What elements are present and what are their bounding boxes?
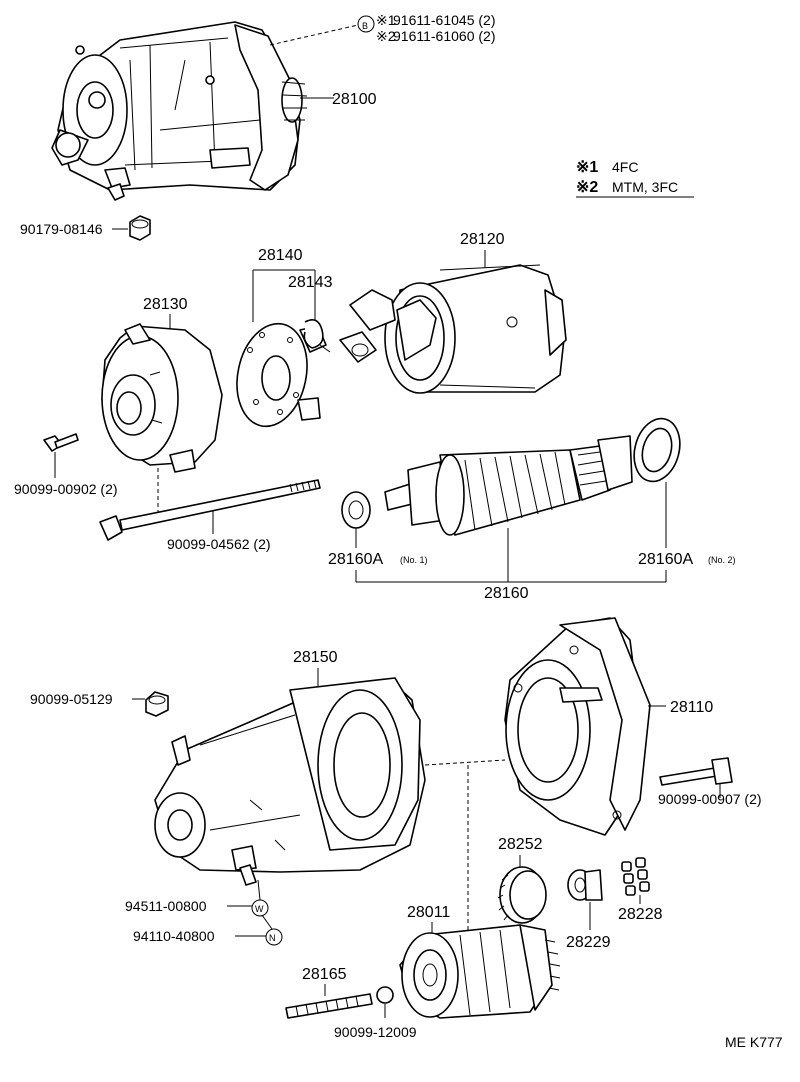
leader-note-b [269, 24, 359, 46]
drive-housing-28110 [504, 617, 651, 836]
leader-washer-n [261, 914, 273, 930]
circle-b-marker [357, 15, 375, 33]
label-28150: 28150 [293, 649, 338, 666]
label-28229: 28229 [566, 934, 611, 951]
spring-28143 [303, 319, 331, 353]
circle-n-marker [265, 928, 283, 946]
bearing-28160A-no1 [341, 491, 371, 529]
label-90099-04562: 90099-04562 (2) [167, 536, 271, 552]
note2-code: 91611-61060 (2) [393, 28, 495, 44]
circle-n-label: N [269, 933, 276, 943]
ball-90099-12009 [376, 986, 394, 1004]
nut-90179-08146 [129, 215, 151, 241]
legend1-text: 4FC [612, 159, 638, 175]
starter-clutch-28011 [399, 924, 561, 1019]
label-90099-05129: 90099-05129 [30, 691, 113, 707]
label-94110-40800: 94110-40800 [133, 928, 215, 944]
bolt-90099-00902 [43, 433, 79, 452]
label-28160A-no2: 28160A [638, 551, 693, 568]
label-90099-00902: 90099-00902 (2) [14, 481, 118, 497]
circle-b-label: B [362, 21, 368, 31]
label-28130: 28130 [143, 296, 188, 313]
label-90099-12009: 90099-12009 [334, 1024, 417, 1040]
idler-gear-28252 [497, 866, 547, 924]
label-28165: 28165 [302, 966, 347, 983]
label-90099-00907: 90099-00907 (2) [658, 791, 762, 807]
bearing-retainer-28229 [567, 869, 603, 901]
note1-code: 91611-61045 (2) [393, 12, 495, 28]
dash-28150-28110 [424, 759, 506, 766]
commutator-end-frame-28130 [101, 323, 223, 473]
nut-90099-05129 [145, 691, 169, 717]
note2-mark: ※2 [376, 28, 396, 44]
diagram-code: ME K777 [725, 1034, 783, 1050]
note1-mark: ※1 [376, 12, 396, 28]
starter-assembly-28100 [51, 21, 308, 201]
label-28100: 28100 [332, 91, 377, 108]
circle-w-label: W [255, 904, 264, 914]
label-28160: 28160 [484, 585, 529, 602]
rollers-28228 [621, 857, 650, 896]
label-28011: 28011 [407, 904, 450, 921]
through-bolt-90099-04562 [99, 479, 321, 541]
legend2-text: MTM, 3FC [612, 179, 678, 195]
legend2-mark: ※2 [576, 179, 598, 196]
label-90179-08146: 90179-08146 [20, 221, 103, 237]
label-28120: 28120 [460, 231, 505, 248]
label-28143: 28143 [288, 274, 333, 291]
label-28160A-no1: 28160A [328, 551, 383, 568]
bolt-90099-00907 [659, 757, 733, 786]
legend1-mark: ※1 [576, 159, 598, 176]
bearing-28160A-no2 [633, 417, 681, 483]
label-28160A-no1-sub: (No. 1) [400, 555, 428, 565]
armature-28160 [384, 435, 633, 536]
leader-washer-w [257, 879, 261, 901]
label-28160A-no2-sub: (No. 2) [708, 555, 736, 565]
label-28252: 28252 [498, 836, 543, 853]
label-28110: 28110 [670, 699, 713, 716]
label-28140: 28140 [258, 247, 303, 264]
magnetic-switch-28150 [154, 677, 426, 886]
label-28228: 28228 [618, 906, 663, 923]
spring-28165 [285, 993, 373, 1019]
field-yoke-28120 [339, 264, 567, 394]
label-94511-00800: 94511-00800 [125, 898, 207, 914]
